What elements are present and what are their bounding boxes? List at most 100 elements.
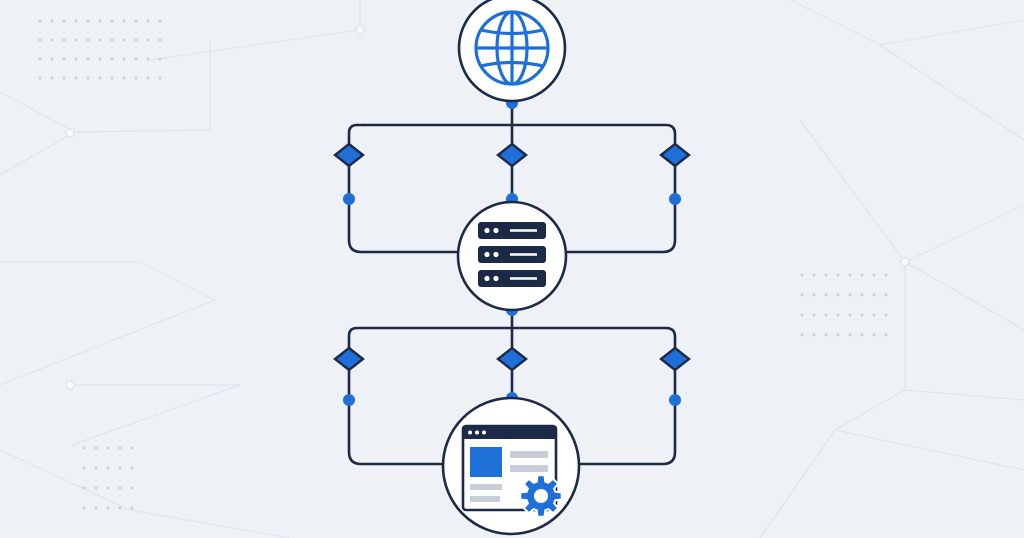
decor-dot — [860, 313, 864, 317]
diamond-marker — [496, 346, 528, 372]
connector-dot — [669, 394, 681, 406]
center-path-upper — [363, 99, 514, 207]
diamond-marker — [333, 142, 365, 168]
decor-dot — [884, 313, 888, 317]
decor-dot — [812, 333, 816, 337]
decor-dot — [812, 313, 816, 317]
decor-dot — [872, 293, 876, 297]
decor-dot — [74, 76, 78, 80]
decor-dot — [130, 466, 134, 470]
diamond-marker — [496, 142, 528, 168]
decor-dot — [134, 76, 138, 80]
diamond-marker — [659, 142, 691, 168]
gear-hole — [534, 489, 548, 503]
decor-dot — [848, 293, 852, 297]
decor-dot — [82, 466, 86, 470]
decor-dot — [836, 333, 840, 337]
decor-dot — [106, 466, 110, 470]
decor-dot — [158, 76, 162, 80]
decor-dot — [110, 57, 114, 61]
decor-dot — [872, 333, 876, 337]
decor-dot — [836, 293, 840, 297]
decor-dot — [98, 38, 102, 42]
decor-dot — [82, 486, 86, 490]
decor-dot — [860, 293, 864, 297]
decor-dot — [86, 76, 90, 80]
decor-dot — [82, 506, 86, 510]
decor-dot — [848, 333, 852, 337]
decor-dot — [98, 19, 102, 23]
decor-dot — [98, 57, 102, 61]
decor-dot — [38, 76, 42, 80]
decor-dot — [146, 19, 150, 23]
decor-dot — [118, 506, 122, 510]
decor-dot — [106, 506, 110, 510]
decor-dot — [110, 76, 114, 80]
decor-dot — [824, 313, 828, 317]
decor-dot — [812, 293, 816, 297]
diamond-marker — [659, 346, 691, 372]
decor-dot — [134, 57, 138, 61]
decor-dot — [872, 273, 876, 277]
decor-dot — [146, 57, 150, 61]
decor-dot — [106, 486, 110, 490]
decor-dot — [158, 19, 162, 23]
decor-dot — [158, 38, 162, 42]
decor-dot — [848, 273, 852, 277]
connector-dot — [343, 193, 355, 205]
decor-dot — [74, 38, 78, 42]
decor-dot — [130, 486, 134, 490]
decor-dot — [106, 446, 110, 450]
internet-node[interactable] — [457, 0, 567, 103]
decor-dot — [38, 19, 42, 23]
dot-grid-decoration — [38, 19, 888, 510]
decor-dot — [860, 333, 864, 337]
decor-dot — [824, 333, 828, 337]
decor-dot — [122, 57, 126, 61]
left-path-upper — [347, 123, 462, 254]
decor-dot — [824, 273, 828, 277]
gear-icon — [519, 474, 563, 518]
decor-dot — [134, 19, 138, 23]
decor-dot — [122, 76, 126, 80]
decor-dot — [836, 273, 840, 277]
decor-dot — [146, 38, 150, 42]
decor-dot — [800, 273, 804, 277]
server-stack-icon — [478, 222, 546, 287]
decor-dot — [94, 486, 98, 490]
decor-dot — [884, 273, 888, 277]
application-node[interactable] — [441, 396, 581, 536]
connector-dot — [669, 193, 681, 205]
decor-dot — [118, 486, 122, 490]
decor-dot — [86, 38, 90, 42]
decor-dot — [94, 446, 98, 450]
decor-dot — [86, 57, 90, 61]
decor-dot — [836, 313, 840, 317]
decor-dot — [800, 333, 804, 337]
decor-dot — [50, 76, 54, 80]
connector-dot — [343, 394, 355, 406]
decor-dot — [74, 57, 78, 61]
server-node[interactable] — [456, 200, 568, 312]
decor-dot — [872, 313, 876, 317]
decor-dot — [824, 293, 828, 297]
decor-dot — [94, 466, 98, 470]
decor-dot — [50, 38, 54, 42]
decor-dot — [800, 293, 804, 297]
decor-dot — [130, 506, 134, 510]
background-nodes — [65, 25, 910, 390]
decor-dot — [118, 466, 122, 470]
decor-dot — [158, 57, 162, 61]
decor-dot — [50, 19, 54, 23]
decor-dot — [86, 19, 90, 23]
decor-dot — [38, 57, 42, 61]
diamond-marker — [333, 346, 365, 372]
decor-dot — [50, 57, 54, 61]
decor-dot — [118, 446, 122, 450]
decor-dot — [860, 273, 864, 277]
decor-dot — [62, 76, 66, 80]
decor-dot — [82, 446, 86, 450]
decor-dot — [812, 273, 816, 277]
